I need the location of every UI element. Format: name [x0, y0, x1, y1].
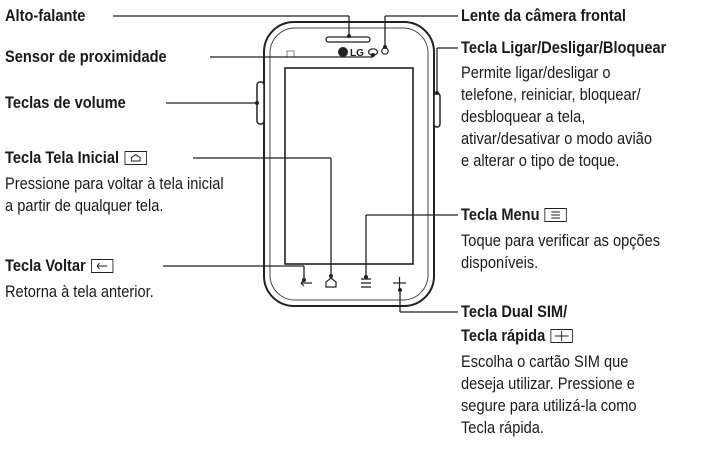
power-key [433, 92, 441, 128]
label-home-desc-1: Pressione para voltar à tela inicial [5, 174, 224, 193]
label-power-desc-5: e alterar o tipo de toque. [461, 151, 620, 170]
back-key-box-icon [90, 258, 114, 273]
label-power-desc-1: Permite ligar/desligar o [461, 63, 611, 82]
label-menu-desc-2: disponíveis. [461, 253, 539, 272]
lg-logo-icon [338, 47, 348, 57]
label-dualsim-title-2: Tecla rápida [461, 325, 573, 346]
label-dualsim-title-1: Tecla Dual SIM/ [461, 302, 568, 321]
label-home-desc-2: a partir de qualquer tela. [5, 196, 164, 215]
label-volume: Teclas de volume [5, 93, 126, 112]
home-key-icon [325, 277, 337, 288]
label-back-desc: Retorna à tela anterior. [5, 282, 154, 301]
label-camera: Lente da câmera frontal [461, 6, 626, 25]
label-speaker: Alto-falante [5, 6, 86, 25]
label-menu-desc-1: Toque para verificar as opções [461, 231, 661, 250]
label-power-title: Tecla Ligar/Desligar/Bloquear [461, 38, 667, 57]
label-power-desc-3: desbloquear a tela, [461, 107, 586, 126]
menu-key-box-icon [544, 207, 568, 222]
home-title-text: Tecla Tela Inicial [5, 148, 120, 167]
label-dualsim-desc-1: Escolha o cartão SIM que [461, 352, 629, 371]
home-key-box-icon [124, 150, 147, 165]
label-menu-title: Tecla Menu [461, 204, 568, 225]
label-dualsim-desc-4: Tecla rápida. [461, 418, 544, 437]
menu-title-text: Tecla Menu [461, 205, 540, 224]
dualsim-key-box-icon [550, 328, 573, 343]
label-back-title: Tecla Voltar [5, 255, 114, 276]
dualsim-title-text: Tecla rápida [461, 326, 546, 345]
label-proximity: Sensor de proximidade [5, 47, 167, 66]
label-power-desc-4: ativar/desativar o modo avião [461, 129, 652, 148]
label-power-desc-2: telefone, reiniciar, bloquear/ [461, 85, 641, 104]
label-dualsim-desc-3: segure para utilizá-la como [461, 396, 637, 415]
dual-sim-key-icon [393, 277, 406, 289]
speaker-slot [325, 36, 371, 43]
lg-brand-text: LG [350, 48, 364, 59]
label-dualsim-desc-2: deseja utilizar. Pressione e [461, 374, 635, 393]
label-home-title: Tecla Tela Inicial [5, 147, 147, 168]
back-title-text: Tecla Voltar [5, 256, 86, 275]
phone-screen [284, 67, 414, 265]
